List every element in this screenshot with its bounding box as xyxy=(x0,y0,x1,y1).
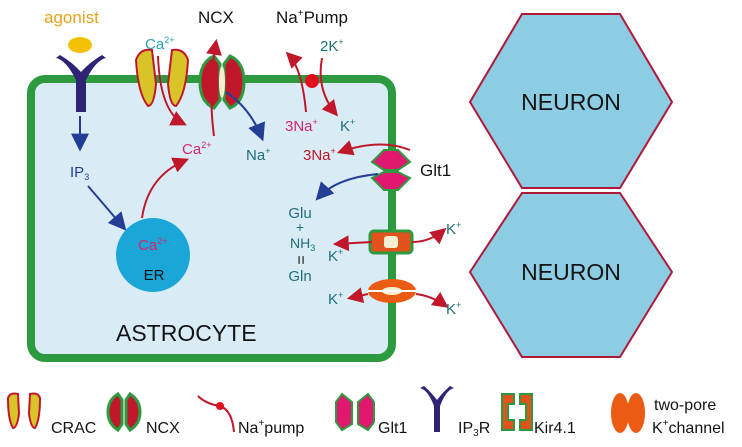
legend-two-pore-icon xyxy=(611,393,645,433)
er-organelle xyxy=(116,218,190,292)
er-label: ER xyxy=(144,267,165,284)
legend-ncx-icon xyxy=(106,391,142,433)
k-pump-label: K+ xyxy=(340,117,355,135)
na-pump-icon xyxy=(305,74,319,88)
glt1-na-in-arrow xyxy=(336,140,411,156)
legend-glt1-label: Glt1 xyxy=(378,420,407,437)
crac-ca-influx-arrow xyxy=(157,55,187,126)
neuron-top-label: NEURON xyxy=(521,89,621,115)
ca-mid-label: Ca2+ xyxy=(182,140,211,158)
na-pump-na-out-arrow xyxy=(285,51,307,113)
ncx-label: NCX xyxy=(198,8,234,27)
kir-k-in-arrow xyxy=(332,235,373,252)
astrocyte-label: ASTROCYTE xyxy=(116,320,257,346)
three-na-pump-label: 3Na+ xyxy=(285,117,318,135)
gln-label: Gln xyxy=(288,268,311,285)
legend-kir-icon xyxy=(501,393,533,431)
ip3-to-er-arrow xyxy=(87,185,127,231)
na-in-label: Na+ xyxy=(246,146,270,164)
ca-er-label: Ca2+ xyxy=(138,236,167,254)
two-k-label: 2K+ xyxy=(320,37,344,55)
legend-crac-icon xyxy=(6,392,42,430)
legend-na-pump-icon xyxy=(197,395,235,433)
neuron-bottom-hexagon xyxy=(468,192,674,358)
agonist-label: agonist xyxy=(44,8,99,27)
neuron-bottom-label: NEURON xyxy=(521,259,621,285)
er-ca-release-arrow xyxy=(141,157,189,219)
neuron-top-hexagon xyxy=(468,13,674,189)
k-tp-in-label: K+ xyxy=(328,290,343,308)
kir-k-out-arrow xyxy=(411,227,447,245)
legend-ip3r-icon xyxy=(420,386,454,432)
k-kir-in-label: K+ xyxy=(328,247,343,265)
glt1-label: Glt1 xyxy=(420,161,451,180)
agonist-molecule xyxy=(68,37,92,53)
glu-label: Glu xyxy=(288,205,311,222)
legend-ncx-label: NCX xyxy=(146,420,180,437)
plus-label: + xyxy=(296,219,304,235)
two-pore-k-out-arrow xyxy=(415,292,449,308)
kir-channel-icon xyxy=(368,229,414,255)
na-pump-k-in-arrow xyxy=(319,57,339,117)
glt1-transporter-icon xyxy=(370,149,412,191)
k-kir-out-label: K+ xyxy=(446,220,461,238)
legend-kir-label: Kir4.1 xyxy=(534,420,576,437)
glt1-glu-in-arrow xyxy=(315,173,379,201)
three-na-glt-label: 3Na+ xyxy=(303,146,336,164)
legend-two-pore-line2: K+channel xyxy=(652,418,725,437)
k-tp-out-label: K+ xyxy=(446,300,461,318)
ip3-label: IP3 xyxy=(70,164,89,182)
legend-two-pore-line1: two-pore xyxy=(654,397,716,414)
legend-crac-label: CRAC xyxy=(51,420,96,437)
ncx-ca-efflux-arrow xyxy=(206,38,222,137)
two-pore-k-in-arrow xyxy=(346,287,369,304)
legend-na-pump-label: Na+pump xyxy=(238,418,304,437)
ncx-channel-icon xyxy=(198,54,246,110)
legend-glt1-icon xyxy=(335,392,375,432)
ip3-receptor-icon xyxy=(56,55,106,112)
two-pore-channel-icon xyxy=(368,279,416,303)
na-pump-label: Na+Pump xyxy=(276,8,348,27)
legend-ip3r-label: IP3R xyxy=(458,420,490,439)
equals-label: = xyxy=(292,255,309,264)
ncx-na-influx-arrow xyxy=(225,91,266,142)
legend: CRAC NCX Na+pump Glt1 IP3R Kir4.1 xyxy=(6,386,725,439)
nh3-label: NH3 xyxy=(290,235,315,253)
crac-channel-icon xyxy=(134,48,190,108)
ca-top-label: Ca2+ xyxy=(145,35,174,53)
